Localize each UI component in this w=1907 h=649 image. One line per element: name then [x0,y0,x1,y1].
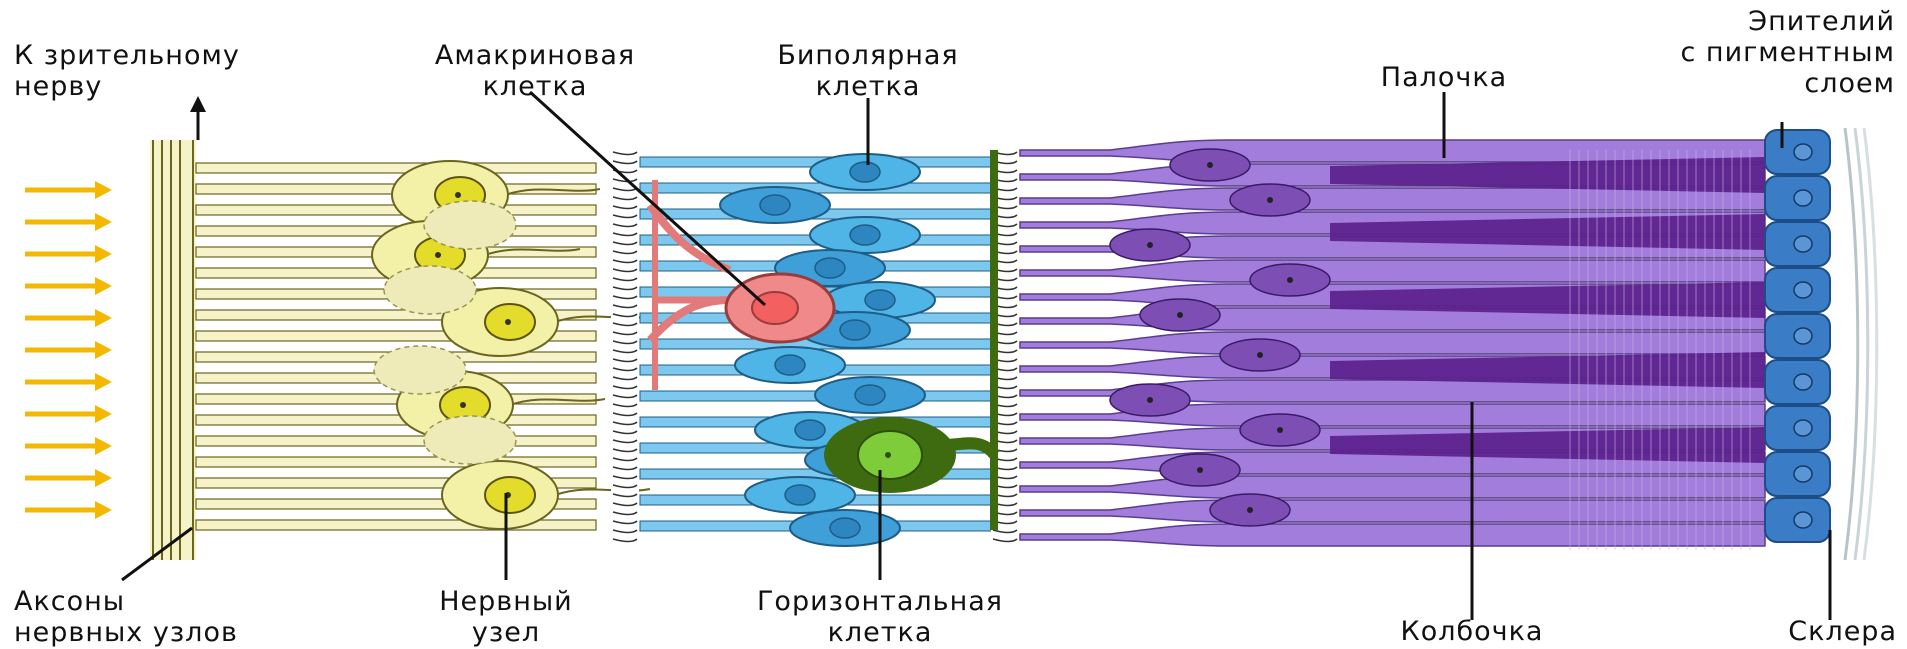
receptor-nucleolus [1147,242,1153,248]
light-arrow-icon [95,245,112,263]
bipolar-nucleus [840,320,870,340]
epithelium-nucleus [1794,282,1812,298]
bipolar-nucleus [785,485,815,505]
receptor-nucleolus [1287,277,1293,283]
light-arrow-icon [95,181,112,199]
bipolar-nucleus [795,420,825,440]
receptor-nucleolus [1277,427,1283,433]
axon-fiber [196,457,596,467]
bipolar-cell-layer [640,154,995,546]
incoming-light-arrows [25,181,112,519]
bipolar-fiber [640,183,995,193]
receptor-nucleolus [1257,352,1263,358]
light-arrow-icon [95,213,112,231]
epithelium-nucleus [1794,190,1812,206]
epithelium-nucleus [1794,420,1812,436]
axon-fiber [196,436,596,446]
receptor-nucleolus [1177,312,1183,318]
label-ganglion: Нервныйузел [439,586,572,648]
receptor-nucleolus [1247,507,1253,513]
light-arrow-icon [95,437,112,455]
bipolar-nucleus [855,385,885,405]
light-arrow-icon [95,469,112,487]
label-rod: Палочка [1381,62,1507,93]
epithelium-nucleus [1794,144,1812,160]
nucleolus [435,252,441,258]
bipolar-nucleus [830,518,860,538]
light-arrow-icon [95,373,112,391]
nucleolus [505,319,511,325]
nucleolus [455,192,461,198]
epithelium-nucleus [1794,466,1812,482]
rod-cell [1020,140,1765,162]
label-pigment-epithelium: Эпителийс пигментнымслоем [1680,6,1895,99]
ganglion-cell-outline [424,416,516,464]
light-arrow-icon [95,501,112,519]
rod-cell [1020,524,1765,546]
ganglion-cell-outline [374,346,466,394]
bipolar-nucleus [850,225,880,245]
label-sclera: Склера [1788,616,1897,647]
rod-cell [1020,188,1765,210]
ganglion-cell-layer [196,161,650,530]
receptor-nucleolus [1267,197,1273,203]
bipolar-nucleus [865,290,895,310]
receptor-nucleolus [1207,162,1213,168]
epithelium-nucleus [1794,236,1812,252]
bipolar-nucleus [775,355,805,375]
ganglion-cell-outline [424,201,516,249]
label-horizontal-cell: Горизонтальнаяклетка [757,586,1003,648]
nucleolus [460,402,466,408]
rod-cell [1020,332,1765,354]
light-arrow-icon [95,341,112,359]
label-cone: Колбочка [1401,616,1544,647]
receptor-nucleolus [1147,397,1153,403]
rod-cell [1020,476,1765,498]
bipolar-nucleus [760,195,790,215]
bipolar-nucleus [850,162,880,182]
inner-synapse-column [611,150,639,542]
sclera-layer [1845,128,1877,560]
light-arrow-icon [95,309,112,327]
optic-nerve-arrow-icon [190,96,206,140]
light-arrow-icon [95,277,112,295]
axon-fiber [196,415,596,425]
epithelium-nucleus [1794,374,1812,390]
epithelium-nucleus [1794,328,1812,344]
light-arrow-icon [95,405,112,423]
receptor-nucleolus [1197,467,1203,473]
bipolar-nucleus [815,258,845,278]
rod-cell [1020,260,1765,282]
epithelium-nucleus [1794,512,1812,528]
rod-cell [1020,500,1765,522]
ganglion-cell-outline [384,266,476,314]
axon-fiber [196,163,596,173]
photoreceptor-layer [1020,140,1765,550]
axon-layer [150,140,196,560]
pigment-epithelium-layer [1765,130,1830,542]
